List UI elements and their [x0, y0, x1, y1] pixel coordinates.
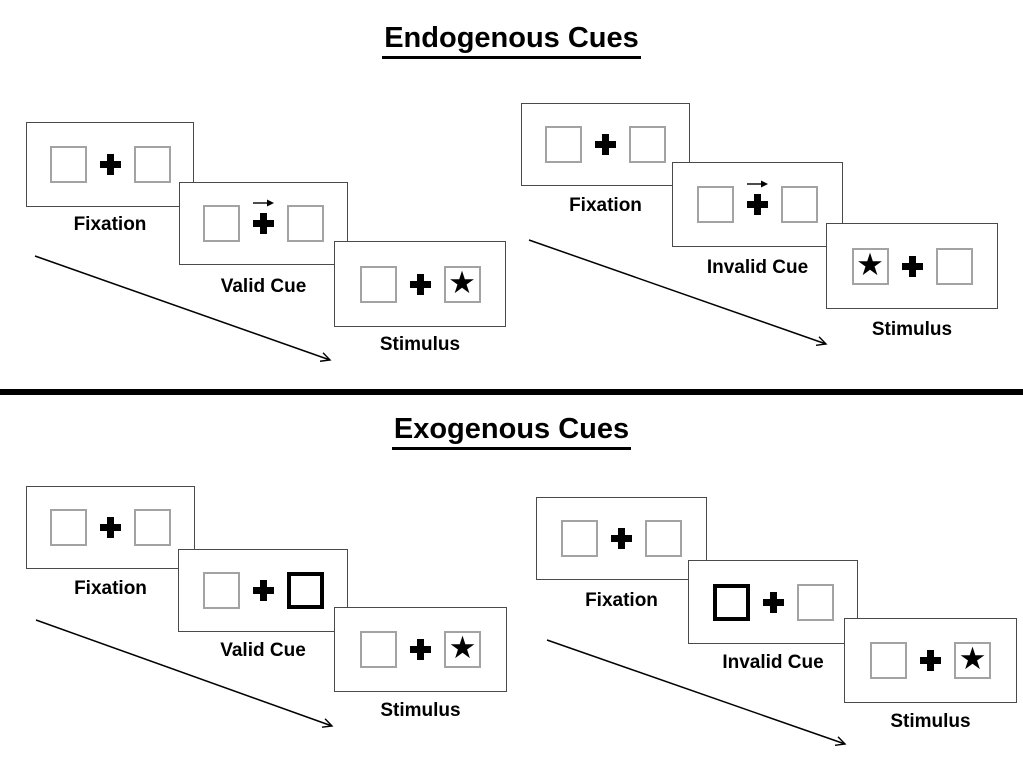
time-arrow-icon	[546, 639, 856, 754]
right-box	[796, 583, 834, 621]
panel-label: Stimulus	[890, 711, 971, 732]
section-divider	[0, 389, 1023, 395]
right-box-with-star: ★	[443, 264, 481, 303]
time-arrow-icon	[35, 619, 343, 736]
left-box	[202, 572, 240, 609]
fixation-cross-icon	[252, 580, 274, 601]
target-star-icon: ★	[448, 630, 477, 666]
section-title-text: Exogenous Cues	[391, 413, 632, 450]
panel-label: Invalid Cue	[722, 652, 824, 673]
exogenous-invalid-cue-panel	[688, 560, 858, 644]
fixation-cross-icon	[595, 134, 616, 155]
endogenous-valid-stimulus-panel: ★	[334, 241, 506, 327]
left-box	[697, 186, 734, 223]
fixation-cross-icon	[253, 213, 274, 234]
panel-label: Invalid Cue	[706, 257, 809, 278]
right-box	[629, 126, 666, 163]
time-arrow-icon	[34, 255, 342, 370]
left-box	[545, 126, 582, 163]
endogenous-invalid-fixation-panel	[521, 103, 690, 186]
left-box	[359, 265, 397, 303]
panel-label: Fixation	[585, 590, 658, 611]
endogenous-invalid-stimulus-panel: ★	[826, 223, 998, 309]
panel-label: Fixation	[74, 578, 147, 599]
exogenous-valid-stimulus-panel: ★	[334, 607, 507, 692]
cue-arrow-right-icon	[252, 199, 274, 207]
section-title-endogenous: Endogenous Cues	[0, 22, 1023, 59]
fixation-cross-icon	[747, 194, 768, 215]
endogenous-valid-fixation-panel	[26, 122, 194, 207]
fixation-cross-icon	[99, 154, 121, 175]
endogenous-valid-cue-panel	[179, 182, 348, 265]
time-arrow-icon	[528, 239, 838, 354]
right-box	[935, 247, 973, 285]
fixation-cross-icon	[100, 517, 121, 538]
exogenous-valid-cue-panel	[178, 549, 348, 632]
right-box	[645, 520, 682, 557]
panel-label: Valid Cue	[220, 640, 306, 661]
right-box	[134, 509, 171, 546]
right-box	[133, 146, 171, 183]
section-title-text: Endogenous Cues	[382, 22, 641, 59]
panel-label: Stimulus	[380, 700, 461, 721]
exogenous-valid-fixation-panel	[26, 486, 195, 569]
endogenous-invalid-cue-panel	[672, 162, 843, 247]
right-box-highlighted	[286, 572, 324, 609]
exogenous-invalid-stimulus-panel: ★	[844, 618, 1017, 703]
left-box-highlighted	[712, 583, 750, 621]
cue-arrow-right-icon	[746, 180, 768, 188]
left-box-with-star: ★	[851, 246, 889, 285]
exogenous-invalid-fixation-panel	[536, 497, 707, 580]
right-box	[781, 186, 818, 223]
left-box	[50, 509, 87, 546]
left-box	[360, 631, 397, 668]
left-box	[49, 146, 87, 183]
fixation-cross-icon	[410, 639, 431, 660]
target-star-icon: ★	[448, 264, 476, 301]
section-title-exogenous: Exogenous Cues	[0, 413, 1023, 450]
right-box-with-star: ★	[444, 631, 481, 668]
left-box	[561, 520, 598, 557]
fixation-cross-icon	[409, 273, 431, 295]
panel-label: Stimulus	[379, 334, 461, 355]
target-star-icon: ★	[958, 641, 987, 677]
fixation-cross-icon	[762, 591, 784, 613]
fixation-cross-icon	[901, 255, 923, 277]
fixation-cross-icon	[611, 528, 632, 549]
fixation-cross-icon	[920, 650, 941, 671]
left-box	[203, 205, 240, 242]
target-star-icon: ★	[856, 246, 884, 283]
panel-label: Stimulus	[871, 319, 953, 340]
right-box-with-star: ★	[954, 642, 991, 679]
right-box	[287, 205, 324, 242]
panel-label: Fixation	[569, 195, 642, 216]
panel-label: Fixation	[73, 214, 147, 235]
panel-label: Valid Cue	[220, 276, 307, 297]
left-box	[870, 642, 907, 679]
